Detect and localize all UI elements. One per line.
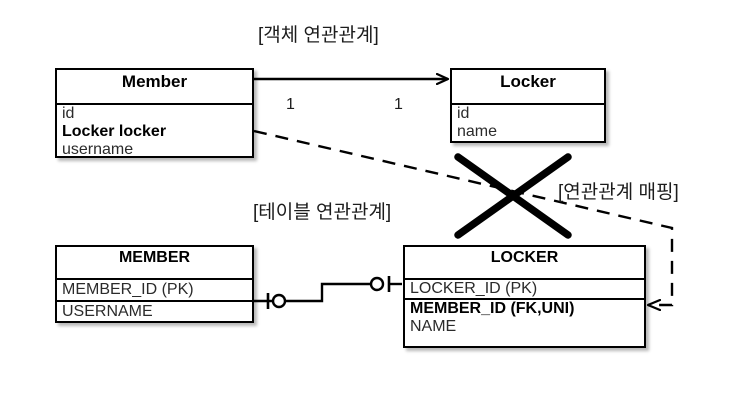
multiplicity-source: 1 [286,96,295,113]
cross-mark [454,153,572,239]
class-field: name [457,123,498,140]
table-name-locker: LOCKER [405,247,644,280]
caption-table-relation: [테이블 연관관계] [253,202,392,223]
class-fields-member: id Locker locker username [57,105,252,159]
class-field: Locker locker [62,123,167,140]
table-column-fk: MEMBER_ID (FK,UNI) [405,298,644,318]
caption-object-relation: [객체 연관관계] [258,25,379,46]
class-box-locker[interactable]: Locker id name [450,68,606,143]
multiplicity-target: 1 [394,96,403,113]
erd-relationship-connector [254,276,402,309]
table-column: MEMBER_ID (PK) [62,281,194,298]
table-column: USERNAME [57,300,252,322]
table-columns-locker: LOCKER_ID (PK) MEMBER_ID (FK,UNI) NAME [405,280,644,336]
class-field: username [62,141,134,158]
table-column: NAME [410,318,457,335]
table-columns-member: MEMBER_ID (PK) USERNAME [57,280,252,322]
class-box-member[interactable]: Member id Locker locker username [55,68,254,158]
class-name-locker: Locker [452,70,604,105]
table-name-member: MEMBER [57,247,252,280]
table-column: LOCKER_ID (PK) [410,280,538,297]
table-box-locker[interactable]: LOCKER LOCKER_ID (PK) MEMBER_ID (FK,UNI)… [403,245,646,348]
class-fields-locker: id name [452,105,604,141]
class-field: id [457,105,470,122]
table-box-member[interactable]: MEMBER MEMBER_ID (PK) USERNAME [55,245,254,323]
caption-association-mapping: [연관관계 매핑] [558,182,679,203]
class-field: id [62,105,75,122]
class-name-member: Member [57,70,252,105]
